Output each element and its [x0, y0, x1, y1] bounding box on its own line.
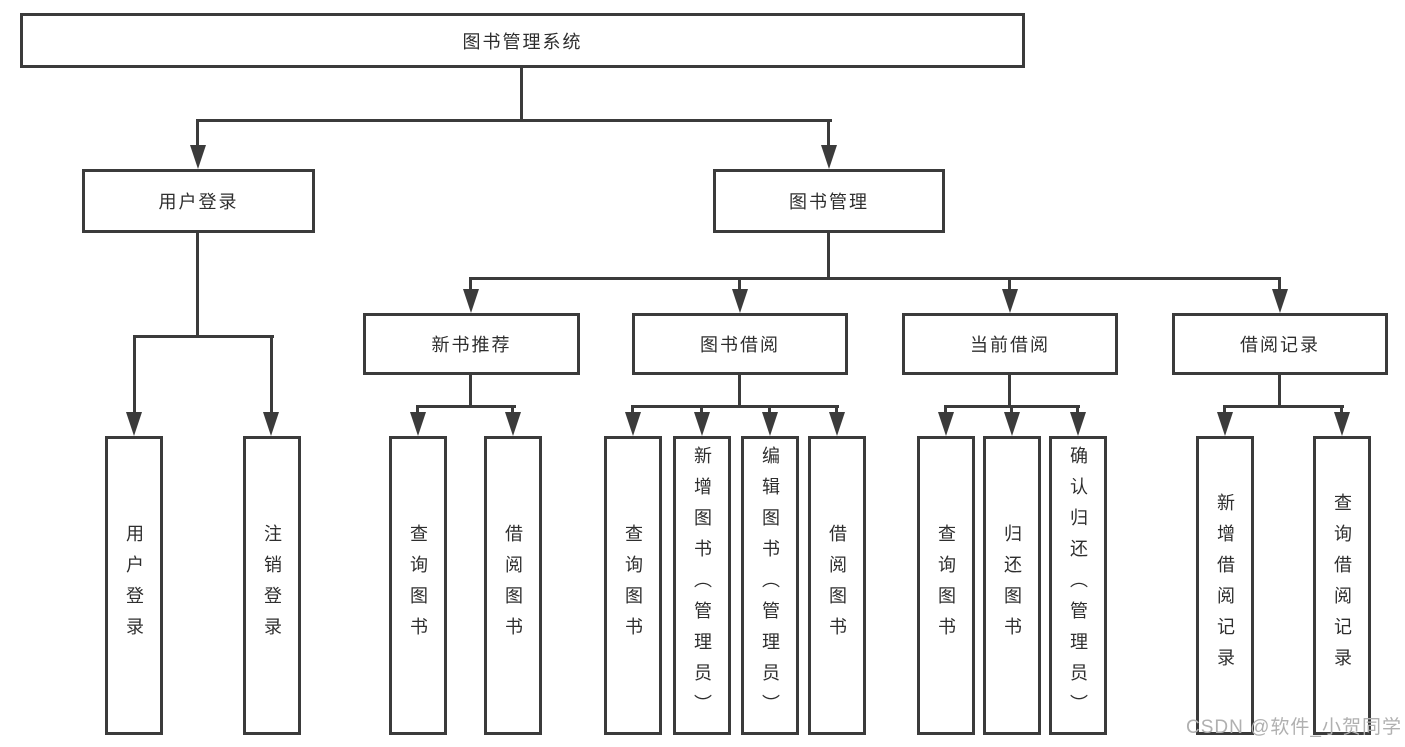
connector-line: [700, 405, 703, 414]
leaf-label: 查询图书: [623, 523, 643, 648]
leaf-query-borrow-record: 查询借阅记录: [1313, 436, 1371, 735]
arrow-down-icon: [126, 412, 142, 436]
leaf-add-book-admin: 新增图书（管理员）: [673, 436, 731, 735]
arrow-down-icon: [938, 412, 954, 436]
leaf-label: 确认归还（管理员）: [1068, 446, 1088, 725]
arrow-down-icon: [410, 412, 426, 436]
node-book-management: 图书管理: [713, 169, 945, 233]
leaf-logout: 注销登录: [243, 436, 301, 735]
connector-line: [416, 405, 419, 414]
leaf-label: 查询图书: [936, 523, 956, 648]
leaf-label: 用户登录: [124, 523, 144, 648]
connector-line: [196, 119, 199, 147]
arrow-down-icon: [625, 412, 641, 436]
connector-line: [631, 405, 634, 414]
leaf-query-books-borrow: 查询图书: [604, 436, 662, 735]
leaf-edit-book-admin: 编辑图书（管理员）: [741, 436, 799, 735]
node-user-login: 用户登录: [82, 169, 315, 233]
leaf-add-borrow-record: 新增借阅记录: [1196, 436, 1254, 735]
connector-line: [469, 277, 472, 291]
node-current-borrow: 当前借阅: [902, 313, 1118, 375]
leaf-confirm-return-admin: 确认归还（管理员）: [1049, 436, 1107, 735]
connector-line: [1223, 405, 1344, 408]
connector-line: [470, 277, 1281, 280]
connector-line: [1340, 405, 1343, 414]
leaf-borrow-books-recommend: 借阅图书: [484, 436, 542, 735]
node-label: 图书借阅: [700, 335, 780, 355]
leaf-label: 新增图书（管理员）: [692, 446, 712, 725]
leaf-label: 借阅图书: [503, 523, 523, 648]
connector-line: [835, 405, 838, 414]
arrow-down-icon: [762, 412, 778, 436]
leaf-label: 借阅图书: [827, 523, 847, 648]
arrow-down-icon: [1070, 412, 1086, 436]
leaf-return-book: 归还图书: [983, 436, 1041, 735]
watermark: CSDN @软件_小贺同学: [1186, 717, 1402, 738]
arrow-down-icon: [1217, 412, 1233, 436]
arrow-down-icon: [694, 412, 710, 436]
leaf-user-login: 用户登录: [105, 436, 163, 735]
connector-line: [196, 233, 199, 337]
connector-line: [738, 375, 741, 407]
arrow-down-icon: [1272, 289, 1288, 313]
arrow-down-icon: [821, 145, 837, 169]
connector-line: [944, 405, 947, 414]
arrow-down-icon: [1004, 412, 1020, 436]
connector-line: [827, 119, 830, 147]
arrow-down-icon: [732, 289, 748, 313]
node-label: 用户登录: [158, 192, 239, 212]
connector-line: [631, 405, 839, 408]
leaf-label: 查询图书: [408, 523, 428, 648]
connector-line: [133, 335, 136, 413]
connector-line: [270, 335, 273, 413]
connector-line: [416, 405, 516, 408]
connector-line: [1008, 277, 1011, 291]
connector-line: [768, 405, 771, 414]
node-root-system: 图书管理系统: [20, 13, 1025, 68]
connector-line: [520, 68, 523, 121]
leaf-query-books-current: 查询图书: [917, 436, 975, 735]
leaf-borrow-books: 借阅图书: [808, 436, 866, 735]
leaf-label: 编辑图书（管理员）: [760, 446, 780, 725]
arrow-down-icon: [505, 412, 521, 436]
connector-line: [738, 277, 741, 291]
leaf-label: 注销登录: [262, 523, 282, 648]
leaf-query-books-recommend: 查询图书: [389, 436, 447, 735]
leaf-label: 查询借阅记录: [1332, 492, 1352, 679]
connector-line: [511, 405, 514, 414]
arrow-down-icon: [1334, 412, 1350, 436]
leaf-label: 新增借阅记录: [1215, 492, 1235, 679]
connector-line: [1278, 277, 1281, 291]
leaf-label: 归还图书: [1002, 523, 1022, 648]
connector-line: [1278, 375, 1281, 407]
connector-line: [827, 233, 830, 279]
connector-line: [196, 119, 832, 122]
node-label: 图书管理系统: [462, 31, 583, 52]
node-label: 新书推荐: [431, 335, 512, 355]
connector-line: [469, 375, 472, 407]
connector-line: [133, 335, 274, 338]
node-label: 借阅记录: [1240, 335, 1320, 355]
node-label: 图书管理: [789, 192, 869, 212]
node-book-borrow: 图书借阅: [632, 313, 848, 375]
arrow-down-icon: [263, 412, 279, 436]
arrow-down-icon: [190, 145, 206, 169]
arrow-down-icon: [829, 412, 845, 436]
node-new-book-recommend: 新书推荐: [363, 313, 580, 375]
connector-line: [1076, 405, 1079, 414]
connector-line: [1223, 405, 1226, 414]
node-borrow-records: 借阅记录: [1172, 313, 1388, 375]
connector-line: [1008, 375, 1011, 407]
connector-line: [1010, 405, 1013, 414]
arrow-down-icon: [463, 289, 479, 313]
node-label: 当前借阅: [970, 335, 1050, 355]
arrow-down-icon: [1002, 289, 1018, 313]
